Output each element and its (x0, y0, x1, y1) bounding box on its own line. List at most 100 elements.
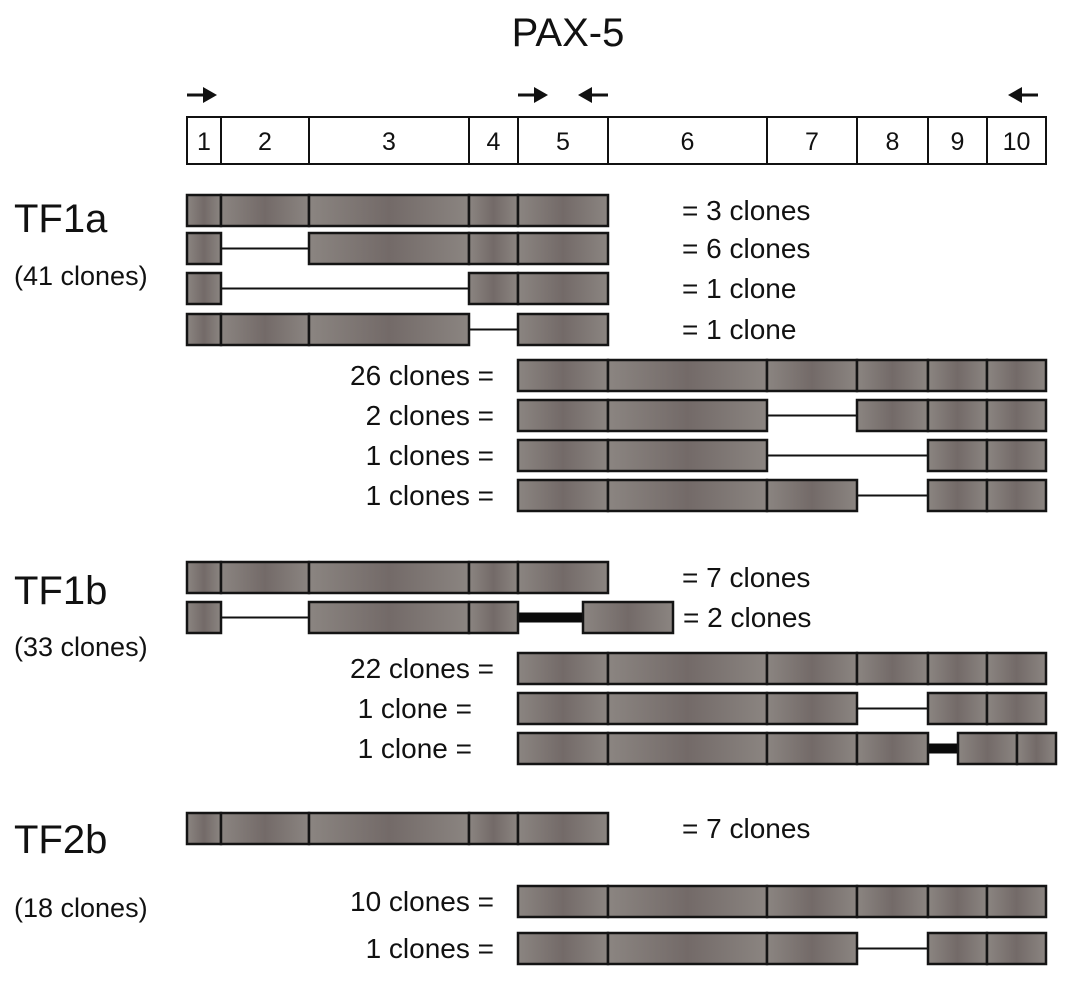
exon-5-segment (516, 478, 610, 513)
exon-block (516, 438, 769, 473)
exon-1-segment (185, 600, 223, 635)
exon-5-segment (516, 691, 610, 726)
exon-8-segment (855, 398, 930, 433)
group-name: TF1b (14, 569, 107, 613)
exon-5-segment (516, 193, 610, 228)
clone-count-label: 1 clones = (366, 933, 494, 964)
transcript-row: = 1 clone (185, 271, 796, 306)
exon-block (926, 478, 1048, 513)
transcript-row: = 7 clones (185, 811, 810, 846)
exon-1-segment (185, 811, 223, 846)
exon-7-segment (765, 731, 859, 766)
group-name: TF1a (14, 197, 108, 241)
group-total-clones: (33 clones) (14, 632, 148, 662)
exon-4-segment (467, 193, 520, 228)
exon-map-box-10: 10 (986, 116, 1047, 165)
clone-count-label: 1 clone = (358, 693, 472, 724)
exon-6-segment (606, 931, 769, 966)
exon-7-segment (765, 884, 859, 919)
exon-map-box-2: 2 (220, 116, 310, 165)
exon-5-segment (516, 358, 610, 393)
reverse-primer-exon10-arrow-icon (1008, 87, 1038, 103)
transcript-row: 1 clones = (366, 438, 1048, 473)
exon-10-segment (985, 691, 1048, 726)
clone-count-label: = 7 clones (682, 813, 810, 844)
clone-count-label: 1 clones = (366, 440, 494, 471)
exon-block (581, 600, 675, 635)
exon-9-segment (926, 931, 989, 966)
exon-map-box-5: 5 (517, 116, 609, 165)
exon-6-segment (606, 691, 769, 726)
exon-number-label: 2 (258, 128, 272, 156)
exon-3-segment (307, 231, 471, 266)
exon-9-segment (926, 651, 989, 686)
exon-block (185, 600, 223, 635)
clone-count-label: 2 clones = (366, 400, 494, 431)
transcript-row: 26 clones = (350, 358, 1048, 393)
exon-2-segment (219, 560, 311, 595)
exon-block (516, 651, 1048, 686)
exon-3-segment (307, 600, 471, 635)
exon-1-segment (185, 271, 223, 306)
transcript-row: 1 clone = (358, 691, 1048, 726)
insertion-bar (518, 612, 583, 623)
exon-8-segment (855, 651, 930, 686)
exon-10-segment (985, 398, 1048, 433)
exon-4-segment (467, 600, 520, 635)
diagram-title: PAX-5 (512, 11, 625, 55)
exon-7-segment (765, 358, 859, 393)
exon-block (516, 478, 859, 513)
exon-block (307, 600, 520, 635)
transcript-row: 22 clones = (350, 651, 1048, 686)
exon-map-box-9: 9 (927, 116, 988, 165)
exon-1-segment (185, 231, 223, 266)
exon-block (855, 398, 1048, 433)
exon-block (185, 312, 471, 347)
exon-block (516, 931, 859, 966)
clone-count-label: = 6 clones (682, 233, 810, 264)
exon-6-segment (606, 731, 769, 766)
exon-5-segment (516, 231, 610, 266)
exon-block (185, 193, 610, 228)
clone-count-label: = 1 clone (682, 314, 796, 345)
insertion-bar (928, 743, 958, 754)
exon-5-segment (516, 651, 610, 686)
exon-8-segment (855, 731, 930, 766)
exon-10-segment (985, 438, 1048, 473)
exon-box (220, 116, 310, 165)
exon-map-box-1: 1 (186, 116, 222, 165)
exon-9-segment (926, 478, 989, 513)
exon-box (308, 116, 470, 165)
exon-5-segment (516, 931, 610, 966)
exon-4-segment (467, 231, 520, 266)
exon-2-segment (219, 312, 311, 347)
primer-arrows (187, 87, 1038, 103)
exon-9-segment (926, 438, 989, 473)
exon-6-segment (606, 884, 769, 919)
exon-block (307, 231, 610, 266)
exon-block (467, 271, 610, 306)
clone-count-label: = 3 clones (682, 195, 810, 226)
exon-number-label: 1 (197, 128, 211, 156)
exon-6-segment (606, 478, 769, 513)
exon-6-segment (606, 438, 769, 473)
exon-10-segment (985, 884, 1048, 919)
exon-10-segment (985, 931, 1048, 966)
exon-box (986, 116, 1047, 165)
exon-4-segment (467, 560, 520, 595)
exon-number-label: 3 (382, 128, 396, 156)
exon-number-label: 10 (1003, 128, 1031, 156)
exon-1-segment (185, 193, 223, 228)
exon-map-box-6: 6 (607, 116, 768, 165)
exon-7-segment (765, 651, 859, 686)
exon-5-segment (516, 884, 610, 919)
forward-primer-exon5-arrow-icon (518, 87, 548, 103)
group-name: TF2b (14, 818, 107, 862)
exon-8-segment (855, 884, 930, 919)
exon-9-segment (926, 398, 989, 433)
exon-map-box-7: 7 (766, 116, 858, 165)
exon-block (185, 271, 223, 306)
exon-4-segment (467, 271, 520, 306)
